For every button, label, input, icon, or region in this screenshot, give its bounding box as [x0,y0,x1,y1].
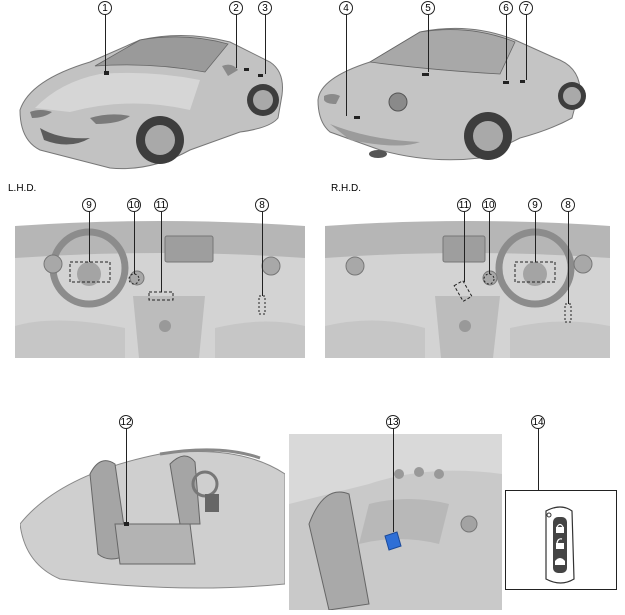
callout-8-lhd: 8 [255,198,269,212]
seat-interior [20,448,285,589]
rhd-dashboard-panel: 11 10 9 8 [325,196,610,358]
callout-5: 5 [421,1,435,15]
lhd-label: L.H.D. [8,183,37,194]
car-front-view-panel: 1 2 3 [0,0,300,180]
key-fob-panel: 14 [505,414,620,594]
callout-9-lhd: 9 [82,198,96,212]
callout-4: 4 [339,1,353,15]
callout-10-rhd: 10 [482,198,496,212]
lhd-dashboard [15,221,305,358]
lock-icon [556,523,564,533]
callout-2: 2 [229,1,243,15]
rhd-label: R.H.D. [331,183,361,194]
callout-13: 13 [386,415,400,429]
callout-12: 12 [119,415,133,429]
seat-interior-panel: 12 [20,414,285,594]
trunk-icon [555,558,565,565]
car-rear-view [317,27,586,161]
callout-3: 3 [258,1,272,15]
key-fob-frame [505,490,617,590]
lhd-dashboard-panel: 9 10 11 8 [15,196,305,358]
callout-9-rhd: 9 [528,198,542,212]
car-rear-view-panel: 4 5 6 7 [310,0,625,180]
key-fob [545,506,575,584]
callout-7: 7 [519,1,533,15]
callout-6: 6 [499,1,513,15]
trunk-area-panel: 13 [289,414,502,610]
callout-14: 14 [531,415,545,429]
callout-11-rhd: 11 [457,198,471,212]
unlock-icon [556,538,564,549]
callout-11-lhd: 11 [154,198,168,212]
callout-1: 1 [98,1,112,15]
trunk-area [289,434,502,610]
callout-8-rhd: 8 [561,198,575,212]
callout-10-lhd: 10 [127,198,141,212]
rhd-dashboard [325,221,610,358]
car-front-view [19,35,283,170]
